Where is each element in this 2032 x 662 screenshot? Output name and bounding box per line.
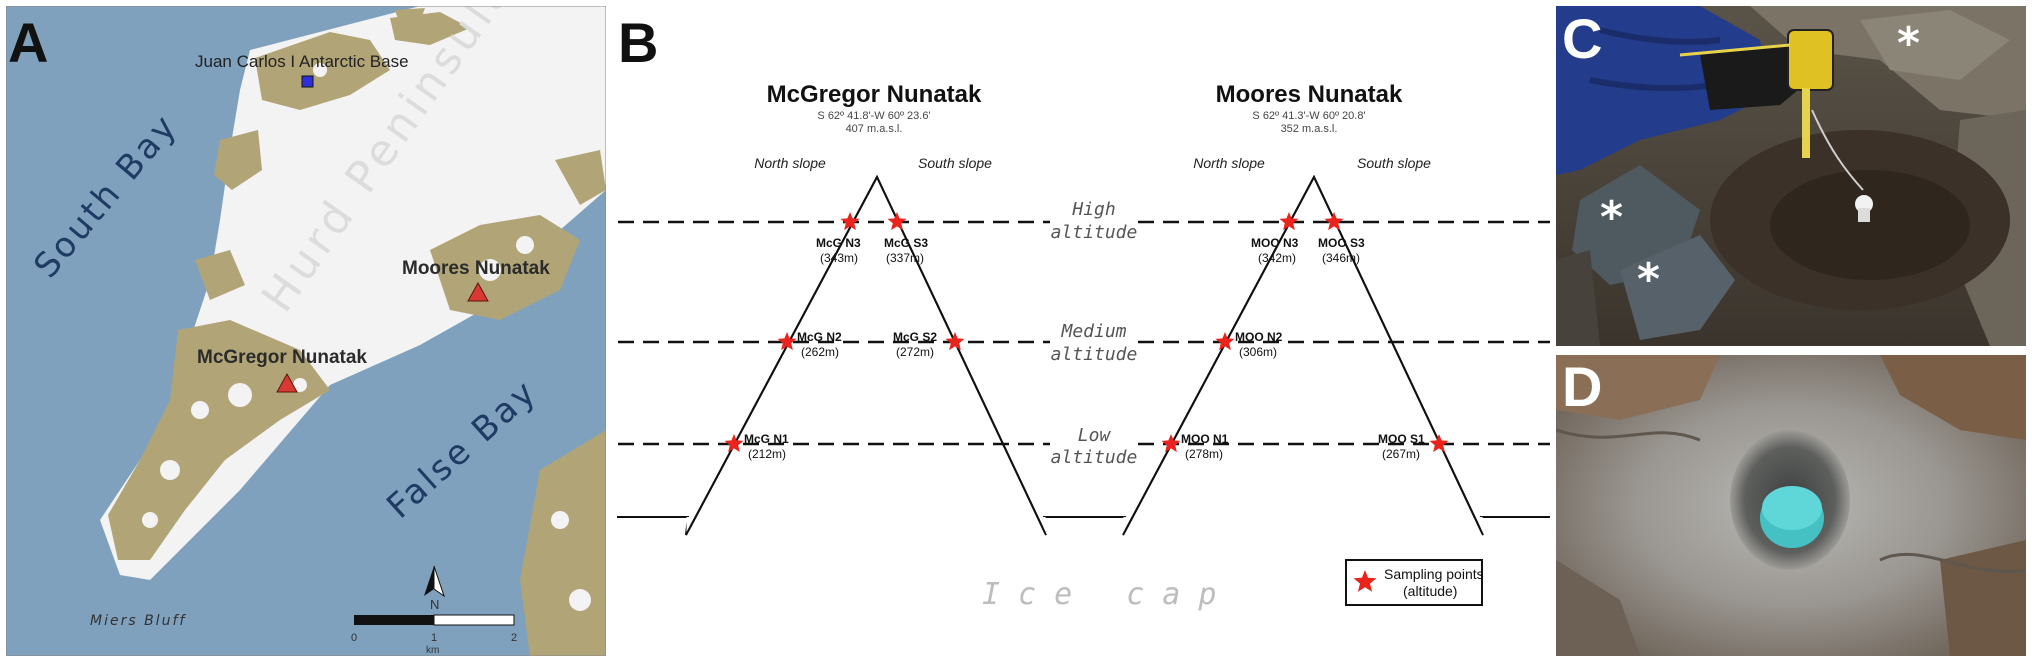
sampling-point-star xyxy=(777,332,797,351)
miers-bluff-label: Miers Bluff xyxy=(90,613,186,629)
mcgregor-profile xyxy=(617,174,1106,536)
moores-coords: S 62º 41.3'-W 60º 20.8' xyxy=(1252,110,1365,122)
point-altitude: (343m) xyxy=(820,251,858,265)
north-arrow-icon: N xyxy=(424,565,445,612)
zone-low-line2: altitude xyxy=(1051,447,1138,468)
base-marker xyxy=(301,75,314,88)
rock-marker-asterisk: * xyxy=(1897,18,1920,69)
mcgregor-coords: S 62º 41.8'-W 60º 23.6' xyxy=(817,110,930,122)
sampling-point-star xyxy=(1429,434,1449,453)
altitude-guide-lines xyxy=(618,220,1550,446)
mcgregor-marker xyxy=(276,372,298,393)
zone-high-line2: altitude xyxy=(1051,222,1138,243)
mcgregor-title: McGregor Nunatak xyxy=(767,81,982,108)
point-altitude: (262m) xyxy=(801,345,839,359)
panel-letter-b: B xyxy=(618,11,658,74)
ice-cap-label: Ice cap xyxy=(982,577,1234,612)
rock-outcrops xyxy=(108,8,606,656)
sampling-point-star xyxy=(1324,212,1344,231)
point-altitude: (272m) xyxy=(896,345,934,359)
mcgregor-sampling-points xyxy=(724,212,965,453)
point-altitude: (337m) xyxy=(886,251,924,265)
mcgregor-north-slope: North slope xyxy=(754,155,826,171)
point-code: McG S3 xyxy=(884,236,928,250)
point-altitude: (306m) xyxy=(1239,345,1277,359)
moores-map-label: Moores Nunatak xyxy=(402,258,550,279)
panel-d-photo xyxy=(1556,355,2026,656)
point-code: MOO S1 xyxy=(1378,432,1425,446)
point-altitude: (212m) xyxy=(748,447,786,461)
sampling-point-star xyxy=(887,212,907,231)
rock-marker-asterisk: * xyxy=(1600,192,1623,243)
sampling-point-star xyxy=(1279,212,1299,231)
point-code: MOO N3 xyxy=(1251,236,1299,250)
legend-sublabel: (altitude) xyxy=(1403,583,1457,599)
panel-letter-d: D xyxy=(1562,355,1602,418)
sampling-point-star xyxy=(945,332,965,351)
point-code: McG S2 xyxy=(893,330,937,344)
point-code: MOO S3 xyxy=(1318,236,1365,250)
point-altitude: (278m) xyxy=(1185,447,1223,461)
point-altitude: (267m) xyxy=(1382,447,1420,461)
sampling-point-star xyxy=(1161,434,1181,453)
point-code: McG N1 xyxy=(744,432,789,446)
sampling-point-star xyxy=(1215,332,1235,351)
zone-low-line1: Low xyxy=(1078,425,1112,446)
zone-medium-line2: altitude xyxy=(1051,344,1138,365)
scale-tick-0: 0 xyxy=(351,632,357,644)
panel-letter-c: C xyxy=(1562,7,1602,70)
scale-unit: km xyxy=(426,645,439,656)
zone-high-line1: High xyxy=(1071,199,1115,220)
point-code: MOO N1 xyxy=(1181,432,1229,446)
moores-north-slope: North slope xyxy=(1193,155,1265,171)
moores-elevation: 352 m.a.s.l. xyxy=(1281,123,1338,135)
point-altitude: (342m) xyxy=(1258,251,1296,265)
panel-a-map: South Bay False Bay Hurd Peninsula Juan … xyxy=(6,6,606,656)
sampling-point-star xyxy=(840,212,860,231)
panel-b-diagram: B McGregor Nunatak S 62º 41.8'-W 60º 23.… xyxy=(617,11,1550,612)
mcgregor-south-slope: South slope xyxy=(918,155,992,171)
scale-tick-1: 1 xyxy=(431,632,437,644)
legend-star-icon xyxy=(1353,570,1377,592)
moores-marker xyxy=(467,281,489,302)
scale-tick-2: 2 xyxy=(511,632,517,644)
base-label: Juan Carlos I Antarctic Base xyxy=(195,52,409,71)
panel-letter-a: A xyxy=(8,11,48,74)
scale-bar: 0 1 2 km xyxy=(351,614,517,656)
mcgregor-elevation: 407 m.a.s.l. xyxy=(846,123,903,135)
legend: Sampling points (altitude) xyxy=(1345,559,1484,606)
point-code: McG N2 xyxy=(797,330,842,344)
panel-c-photo: * * * xyxy=(1556,6,2026,346)
point-altitude: (346m) xyxy=(1322,251,1360,265)
north-letter: N xyxy=(430,597,439,612)
point-code: MOO N2 xyxy=(1235,330,1283,344)
moores-south-slope: South slope xyxy=(1357,155,1431,171)
mcgregor-map-label: McGregor Nunatak xyxy=(197,347,367,368)
moores-profile xyxy=(1106,174,1550,536)
rock-marker-asterisk: * xyxy=(1637,254,1660,305)
zone-medium-line1: Medium xyxy=(1060,321,1126,342)
moores-title: Moores Nunatak xyxy=(1216,81,1403,108)
sampling-point-star xyxy=(724,434,744,453)
moores-sampling-points xyxy=(1161,212,1449,453)
point-code: McG N3 xyxy=(816,236,861,250)
legend-label: Sampling points xyxy=(1384,566,1484,582)
ice-patches xyxy=(142,63,591,611)
